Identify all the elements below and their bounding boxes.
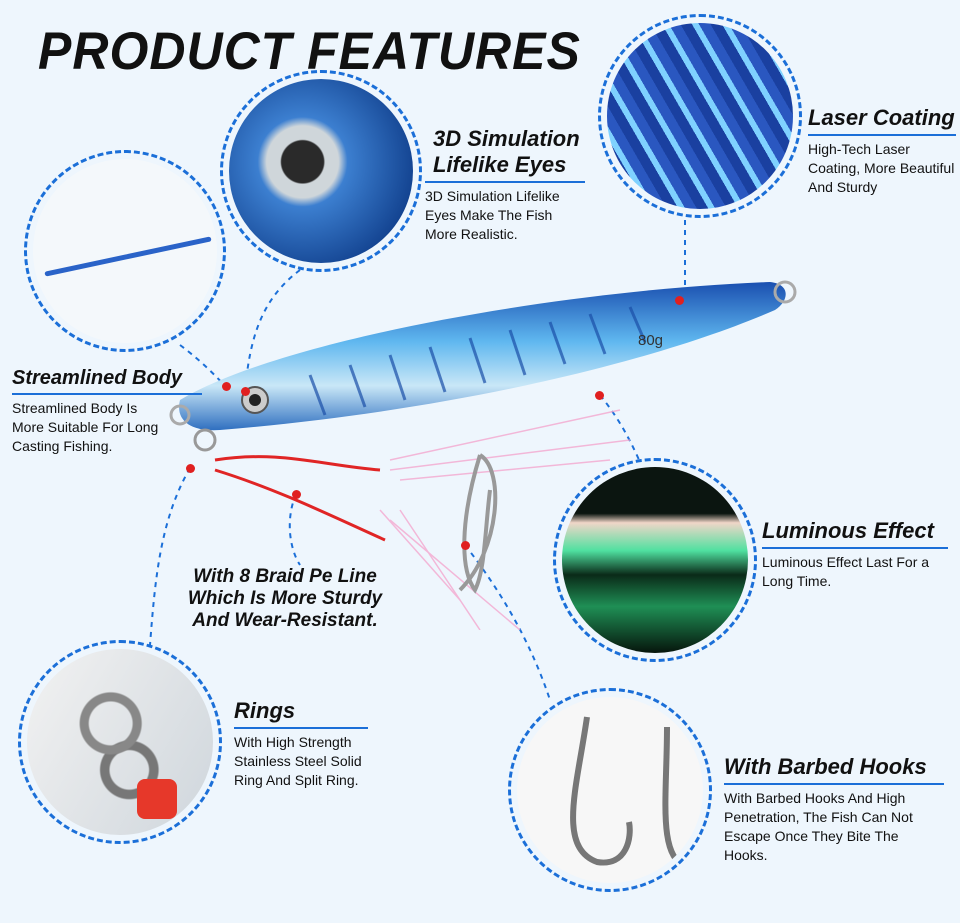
rings-closeup-circle <box>18 640 222 844</box>
hooks-feature: With Barbed Hooks With Barbed Hooks And … <box>724 754 944 865</box>
streamlined-desc: Streamlined Body Is More Suitable For Lo… <box>12 400 159 454</box>
rings-feature: Rings With High Strength Stainless Steel… <box>234 698 368 790</box>
luminous-desc: Luminous Effect Last For a Long Time. <box>762 554 930 589</box>
braid-feature: With 8 Braid Pe Line Which Is More Sturd… <box>178 566 392 632</box>
marker-dot <box>595 391 604 400</box>
braid-line-2: Which Is More Sturdy <box>187 588 383 609</box>
hooks-heading: With Barbed Hooks <box>724 754 944 785</box>
laser-heading: Laser Coating <box>808 105 956 136</box>
laser-closeup-circle <box>598 14 802 218</box>
braid-line-3: And Wear-Resistant. <box>192 610 378 631</box>
luminous-closeup-circle <box>553 458 757 662</box>
marker-dot <box>222 382 231 391</box>
fishing-lure-image: 80g <box>169 280 797 630</box>
hooks-desc: With Barbed Hooks And High Penetration, … <box>724 790 913 863</box>
hooks-closeup-circle <box>508 688 712 892</box>
laser-desc: High-Tech Laser Coating, More Beautiful … <box>808 141 955 195</box>
braid-line-1: With 8 Braid Pe Line <box>193 566 377 587</box>
luminous-feature: Luminous Effect Luminous Effect Last For… <box>762 518 948 591</box>
marker-dot <box>675 296 684 305</box>
streamlined-heading: Streamlined Body <box>12 367 202 395</box>
weight-label: 80g <box>638 332 663 349</box>
marker-dot <box>461 541 470 550</box>
marker-dot <box>292 490 301 499</box>
eyes-feature: 3D Simulation Lifelike Eyes 3D Simulatio… <box>425 126 585 244</box>
eyes-desc: 3D Simulation Lifelike Eyes Make The Fis… <box>425 188 560 242</box>
marker-dot <box>241 387 250 396</box>
marker-dot <box>186 464 195 473</box>
luminous-heading: Luminous Effect <box>762 518 948 549</box>
rings-heading: Rings <box>234 698 368 729</box>
rings-desc: With High Strength Stainless Steel Solid… <box>234 734 362 788</box>
eyes-heading-2: Lifelike Eyes <box>425 152 585 183</box>
streamlined-feature: Streamlined Body Streamlined Body Is Mor… <box>12 367 202 456</box>
laser-feature: Laser Coating High-Tech Laser Coating, M… <box>808 105 956 197</box>
eyes-closeup-circle <box>220 70 422 272</box>
streamlined-body-circle <box>24 150 226 352</box>
eyes-heading: 3D Simulation <box>433 126 580 151</box>
